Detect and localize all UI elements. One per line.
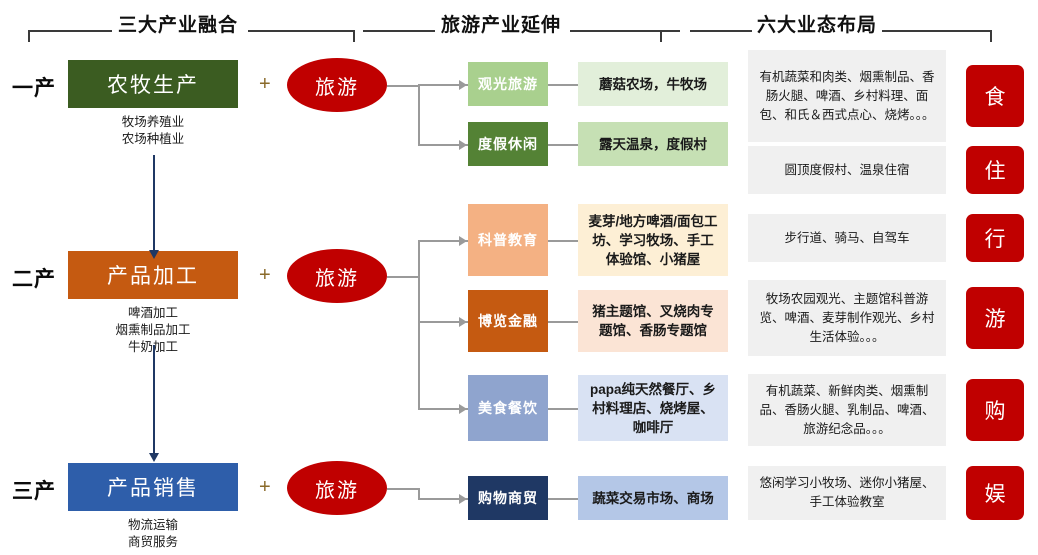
- connector-branch-t2-2: [418, 408, 468, 410]
- industry-box-2[interactable]: 产品销售: [68, 463, 238, 511]
- header-title-1: 旅游产业延伸: [441, 15, 562, 36]
- format-badge-4[interactable]: 购: [966, 379, 1024, 441]
- connector-arrowhead: [459, 140, 467, 150]
- tag-detail-connector-1: [548, 144, 578, 146]
- connector-arrowhead: [459, 494, 467, 504]
- connector-h-t2: [387, 276, 418, 278]
- extension-tag-2[interactable]: 科普教育: [468, 204, 548, 276]
- tier-label-0: 一产: [12, 77, 56, 100]
- industry-subtext-line: 物流运输: [127, 518, 178, 532]
- format-box-3: 牧场农园观光、主题馆科普游览、啤酒、麦芽制作观光、乡村生活体验。。。: [748, 280, 946, 356]
- industry-subtext-line: 商贸服务: [127, 535, 178, 549]
- format-badge-1[interactable]: 住: [966, 146, 1024, 194]
- header-rule-right-2: [882, 30, 990, 32]
- tier-label-2: 三产: [12, 480, 56, 503]
- industry-subtext-1: 啤酒加工烟熏制品加工牛奶加工: [68, 305, 238, 356]
- tourism-ellipse-2[interactable]: 旅游: [287, 461, 387, 515]
- header-tick-0-0: [28, 30, 30, 42]
- header-rule-left-0: [28, 30, 112, 32]
- industry-subtext-2: 物流运输商贸服务: [68, 517, 238, 551]
- format-box-0: 有机蔬菜和肉类、烟熏制品、香肠火腿、啤酒、乡村料理、面包、和氏＆西式点心、烧烤。…: [748, 50, 946, 142]
- connector-branch-t3-0: [418, 498, 468, 500]
- tag-detail-connector-3: [548, 321, 578, 323]
- extension-detail-0: 蘑菇农场，牛牧场: [578, 62, 728, 106]
- header-title-2: 六大业态布局: [757, 15, 878, 36]
- connector-arrowhead: [459, 236, 467, 246]
- flow-arrow-head-0: [148, 250, 159, 259]
- extension-tag-3[interactable]: 博览金融: [468, 290, 548, 352]
- industry-subtext-line: 牧场养殖业: [121, 115, 185, 129]
- tier-label-1: 二产: [12, 268, 56, 291]
- connector-v-t1: [418, 84, 420, 144]
- format-badge-5[interactable]: 娱: [966, 466, 1024, 520]
- header-tick-0-1: [353, 30, 355, 42]
- connector-branch-t2-0: [418, 240, 468, 242]
- tag-detail-connector-4: [548, 408, 578, 410]
- flow-arrow-head-1: [148, 453, 159, 462]
- extension-tag-1[interactable]: 度假休闲: [468, 122, 548, 166]
- format-box-4: 有机蔬菜、新鲜肉类、烟熏制品、香肠火腿、乳制品、啤酒、旅游纪念品。。。: [748, 374, 946, 446]
- flow-arrow-line-1: [153, 345, 155, 453]
- industry-subtext-line: 牛奶加工: [68, 339, 238, 356]
- extension-tag-0[interactable]: 观光旅游: [468, 62, 548, 106]
- tourism-ellipse-0[interactable]: 旅游: [287, 58, 387, 112]
- industry-subtext-line: 烟熏制品加工: [115, 323, 191, 337]
- header-rule-left-2: [690, 30, 752, 32]
- extension-detail-1: 露天温泉，度假村: [578, 122, 728, 166]
- header-rule-right-1: [570, 30, 680, 32]
- connector-branch-t1-1: [418, 144, 468, 146]
- format-badge-0[interactable]: 食: [966, 65, 1024, 127]
- connector-h-t1: [387, 85, 418, 87]
- plus-sign-0: +: [259, 73, 271, 95]
- plus-sign-2: +: [259, 476, 271, 498]
- extension-detail-3: 猪主题馆、叉烧肉专题馆、香肠专题馆: [578, 290, 728, 352]
- extension-tag-4[interactable]: 美食餐饮: [468, 375, 548, 441]
- format-badge-3[interactable]: 游: [966, 287, 1024, 349]
- connector-arrowhead: [459, 404, 467, 414]
- header-tick-2-0: [990, 30, 992, 42]
- format-badge-2[interactable]: 行: [966, 214, 1024, 262]
- flow-arrow-line-0: [153, 155, 155, 250]
- connector-v-t3: [418, 488, 420, 498]
- tag-detail-connector-0: [548, 84, 578, 86]
- industry-subtext-line: 农场种植业: [121, 132, 185, 146]
- tag-detail-connector-5: [548, 498, 578, 500]
- industry-box-1[interactable]: 产品加工: [68, 251, 238, 299]
- extension-detail-2: 麦芽/地方啤酒/面包工坊、学习牧场、手工体验馆、小猪屋: [578, 204, 728, 276]
- header-tick-1-0: [660, 30, 662, 42]
- header-title-0: 三大产业融合: [118, 15, 239, 36]
- header-rule-right-0: [248, 30, 353, 32]
- tourism-ellipse-1[interactable]: 旅游: [287, 249, 387, 303]
- connector-arrowhead: [459, 317, 467, 327]
- industry-subtext-0: 牧场养殖业农场种植业: [68, 114, 238, 148]
- extension-detail-4: papa纯天然餐厅、乡村料理店、烧烤屋、咖啡厅: [578, 375, 728, 441]
- connector-branch-t1-0: [418, 84, 468, 86]
- plus-sign-1: +: [259, 264, 271, 286]
- tag-detail-connector-2: [548, 240, 578, 242]
- connector-arrowhead: [459, 80, 467, 90]
- connector-branch-t2-1: [418, 321, 468, 323]
- header-rule-left-1: [363, 30, 435, 32]
- extension-tag-5[interactable]: 购物商贸: [468, 476, 548, 520]
- format-box-2: 步行道、骑马、自驾车: [748, 214, 946, 262]
- format-box-1: 圆顶度假村、温泉住宿: [748, 146, 946, 194]
- connector-v-t2: [418, 240, 420, 408]
- industry-box-0[interactable]: 农牧生产: [68, 60, 238, 108]
- connector-h-t3: [387, 488, 418, 490]
- format-box-5: 悠闲学习小牧场、迷你小猪屋、手工体验教室: [748, 466, 946, 520]
- industry-subtext-line: 啤酒加工: [127, 306, 178, 320]
- extension-detail-5: 蔬菜交易市场、商场: [578, 476, 728, 520]
